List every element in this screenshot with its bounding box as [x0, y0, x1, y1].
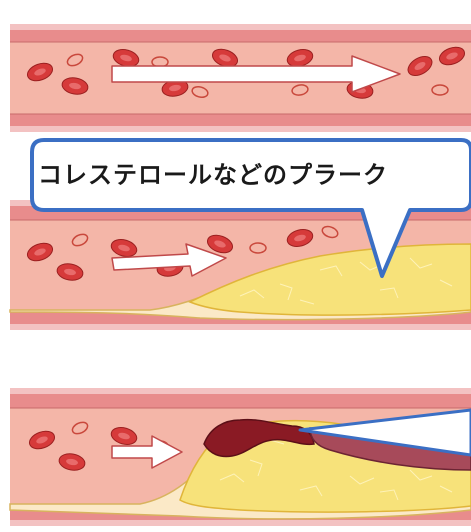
cholesterol-plaque	[188, 243, 471, 316]
flow-arrow-icon	[111, 435, 183, 469]
flow-arrow-icon	[111, 55, 401, 93]
flow-arrow-icon	[111, 243, 227, 277]
plaque-callout-label: コレステロールなどのプラーク	[38, 161, 388, 189]
callout-bubble	[30, 138, 471, 457]
healthy-artery	[10, 24, 471, 132]
blood-clot	[203, 418, 315, 458]
ruptured-plaque-artery	[9, 388, 471, 526]
